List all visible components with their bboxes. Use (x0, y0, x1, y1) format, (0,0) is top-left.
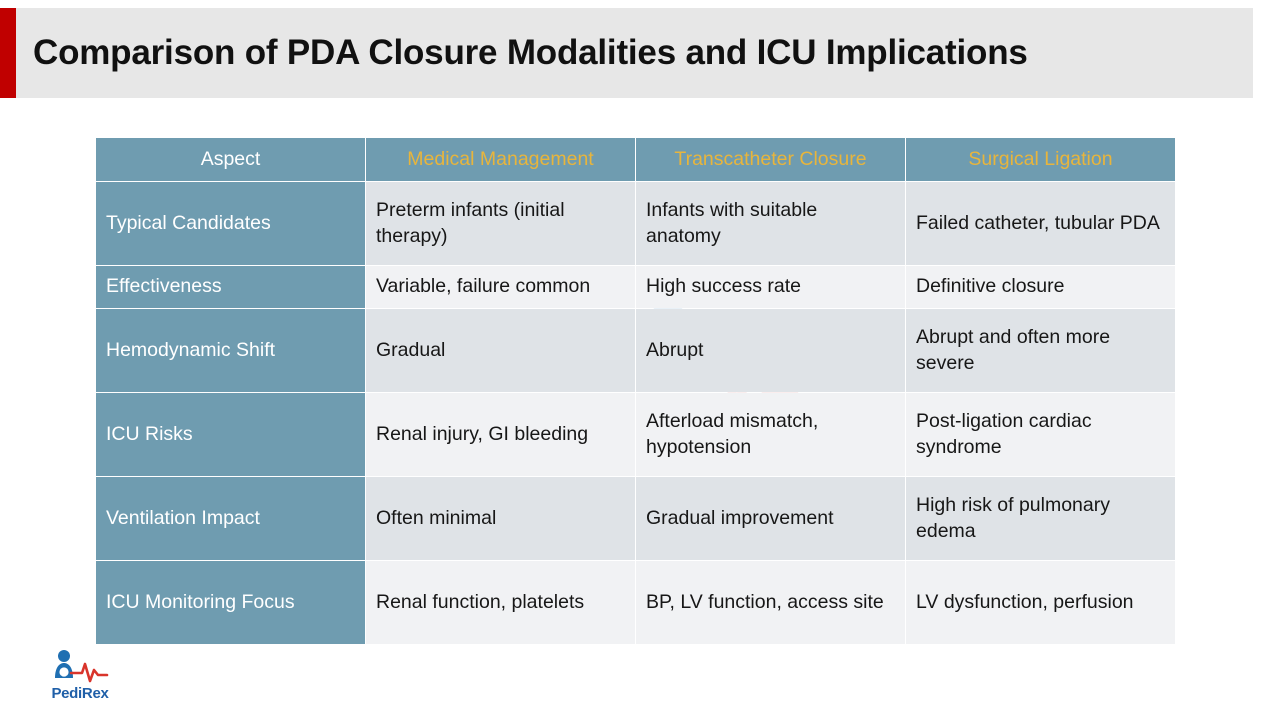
cell-transcatheter: Abrupt (636, 309, 905, 392)
page-title: Comparison of PDA Closure Modalities and… (33, 33, 1028, 72)
table-row: ICU Risks Renal injury, GI bleeding Afte… (96, 393, 1175, 476)
cell-medical: Preterm infants (initial therapy) (366, 182, 635, 265)
cell-medical: Often minimal (366, 477, 635, 560)
cell-surgical: Post-ligation cardiac syndrome (906, 393, 1175, 476)
cell-medical: Variable, failure common (366, 266, 635, 308)
table-header-row: Aspect Medical Management Transcatheter … (96, 138, 1175, 181)
row-header-typical-candidates: Typical Candidates (96, 182, 365, 265)
brand-name: PediRex (51, 685, 109, 702)
cell-transcatheter: Gradual improvement (636, 477, 905, 560)
title-band: Comparison of PDA Closure Modalities and… (0, 8, 1253, 98)
table-row: Ventilation Impact Often minimal Gradual… (96, 477, 1175, 560)
cell-surgical: LV dysfunction, perfusion (906, 561, 1175, 644)
column-header-aspect: Aspect (96, 138, 365, 181)
cell-medical: Renal function, platelets (366, 561, 635, 644)
title-accent-bar (0, 8, 16, 98)
comparison-table-wrapper: Aspect Medical Management Transcatheter … (95, 137, 1176, 645)
row-header-ventilation-impact: Ventilation Impact (96, 477, 365, 560)
cell-surgical: Failed catheter, tubular PDA (906, 182, 1175, 265)
brand-logo: PediRex (34, 640, 126, 710)
column-header-surgical: Surgical Ligation (906, 138, 1175, 181)
table-row: Typical Candidates Preterm infants (init… (96, 182, 1175, 265)
cell-transcatheter: High success rate (636, 266, 905, 308)
table-row: Effectiveness Variable, failure common H… (96, 266, 1175, 308)
row-header-effectiveness: Effectiveness (96, 266, 365, 308)
cell-transcatheter: Infants with suitable anatomy (636, 182, 905, 265)
row-header-icu-monitoring-focus: ICU Monitoring Focus (96, 561, 365, 644)
comparison-table: Aspect Medical Management Transcatheter … (95, 137, 1176, 645)
table-row: Hemodynamic Shift Gradual Abrupt Abrupt … (96, 309, 1175, 392)
column-header-medical: Medical Management (366, 138, 635, 181)
pedirex-mark-icon (55, 650, 109, 683)
table-row: ICU Monitoring Focus Renal function, pla… (96, 561, 1175, 644)
column-header-transcatheter: Transcatheter Closure (636, 138, 905, 181)
row-header-hemodynamic-shift: Hemodynamic Shift (96, 309, 365, 392)
cell-surgical: Abrupt and often more severe (906, 309, 1175, 392)
cell-medical: Renal injury, GI bleeding (366, 393, 635, 476)
cell-transcatheter: BP, LV function, access site (636, 561, 905, 644)
cell-medical: Gradual (366, 309, 635, 392)
row-header-icu-risks: ICU Risks (96, 393, 365, 476)
cell-surgical: Definitive closure (906, 266, 1175, 308)
cell-transcatheter: Afterload mismatch, hypotension (636, 393, 905, 476)
cell-surgical: High risk of pulmonary edema (906, 477, 1175, 560)
